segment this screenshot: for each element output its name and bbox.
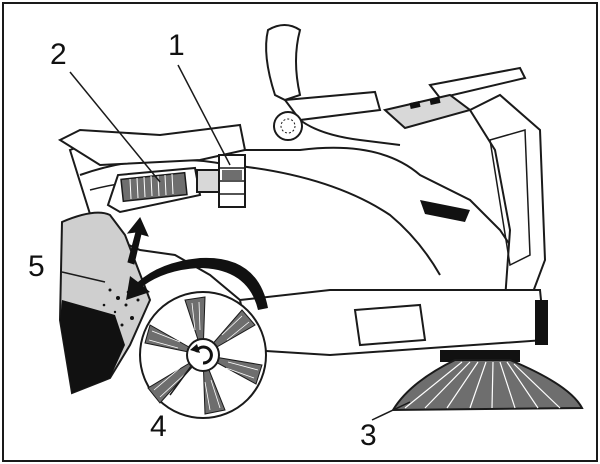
callout-4: 4 [150,410,167,443]
rotation-arrow-icon [126,257,268,310]
callout-2: 2 [50,38,67,71]
leader-lines [61,64,411,421]
side-brush [391,350,584,412]
callout-1: 1 [168,29,185,62]
airflow-arrow-icon [126,217,149,265]
steering-column [428,66,527,100]
callout-5: 5 [28,250,45,283]
hopper-dark-side [60,300,125,393]
side-vent [420,200,470,222]
rear-panel [57,123,247,167]
seat-base [299,119,401,146]
seat-knob-icon [273,111,303,141]
callout-3: 3 [360,419,377,452]
seat-back [265,24,302,102]
main-brush [139,291,267,419]
fan-motor-unit [196,154,246,208]
skirt-window [353,303,427,347]
front-wheel [535,300,548,345]
